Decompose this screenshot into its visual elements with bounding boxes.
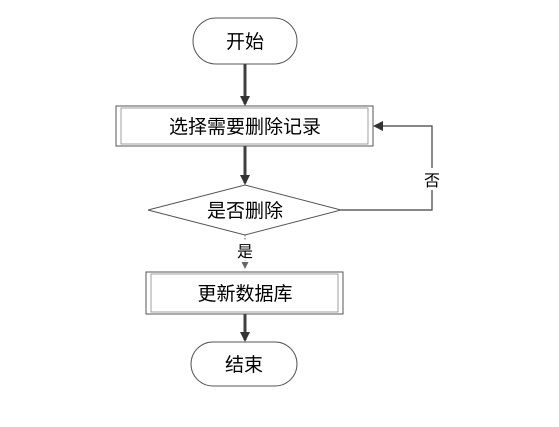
label-no: 否 [424,171,440,190]
select-record-inner-border [120,107,369,145]
decision-node: 是否删除 [147,184,343,236]
update-db-node: 更新数据库 [145,271,344,315]
label-yes-bg [235,241,255,260]
label-yes: 是 [237,242,253,261]
update-db-inner-border [150,273,339,313]
decision-label: 是否删除 [207,200,283,222]
update-db-label: 更新数据库 [197,283,292,305]
select-record-label: 选择需要删除记录 [169,116,321,138]
end-node-shape [190,341,298,387]
start-node: 开始 [192,17,298,65]
end-node: 结束 [190,341,298,387]
end-node-label: 结束 [225,354,263,376]
select-record-shape [115,105,374,147]
select-record-node: 选择需要删除记录 [115,105,374,147]
label-no-bg [424,168,440,190]
start-node-label: 开始 [226,31,264,53]
